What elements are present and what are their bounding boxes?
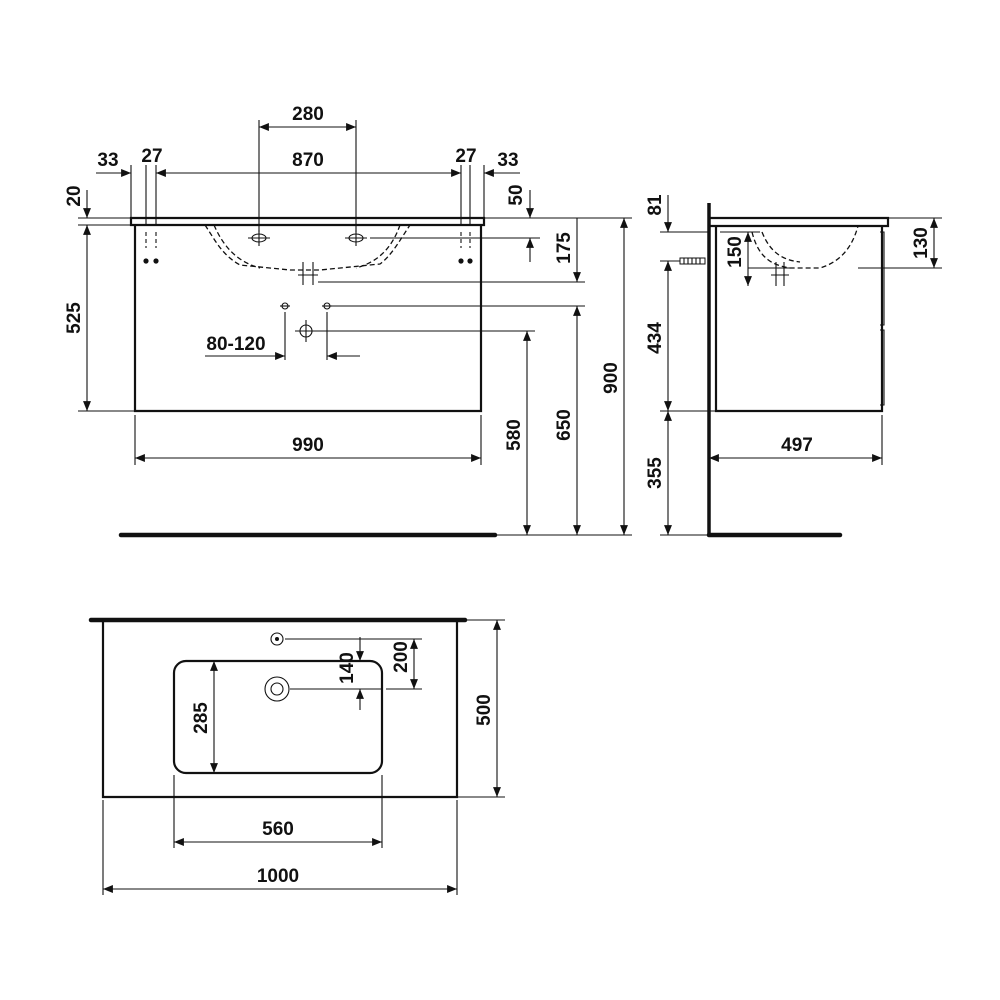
dim-27-left: 27 <box>141 146 162 167</box>
dim-650: 650 <box>554 409 575 441</box>
front-view <box>118 216 498 538</box>
top-tap-hole <box>270 632 284 646</box>
mount-dot <box>143 258 149 264</box>
dim-280: 280 <box>292 104 324 125</box>
top-dimensions: 200 140 285 500 560 1000 <box>102 619 505 895</box>
dim-33-right: 33 <box>497 150 518 171</box>
dim-20: 20 <box>64 185 85 206</box>
dim-81: 81 <box>645 194 666 216</box>
top-countertop <box>101 620 459 799</box>
front-basin-waste <box>298 262 318 285</box>
dim-140: 140 <box>337 652 358 684</box>
front-dimensions: 280 870 33 27 27 33 20 525 50 <box>64 104 632 536</box>
top-bowl <box>172 659 384 775</box>
dim-50: 50 <box>506 184 527 205</box>
dim-33-left: 33 <box>97 150 118 171</box>
side-cabinet <box>714 226 884 413</box>
dim-285: 285 <box>191 702 212 734</box>
dim-175: 175 <box>554 232 575 264</box>
dim-900: 900 <box>601 362 622 394</box>
side-basin-hidden <box>751 225 859 269</box>
top-view <box>88 617 468 799</box>
dim-355: 355 <box>645 457 666 489</box>
dim-200: 200 <box>391 641 412 673</box>
dim-434: 434 <box>645 322 666 354</box>
dim-497: 497 <box>781 435 813 456</box>
front-tap-hole-left <box>248 230 270 246</box>
dim-27-right: 27 <box>455 146 476 167</box>
dim-580: 580 <box>504 419 525 451</box>
dim-1000: 1000 <box>257 866 299 887</box>
dim-130: 130 <box>911 227 932 259</box>
dim-990: 990 <box>292 435 324 456</box>
side-countertop <box>709 216 890 228</box>
front-tap-hole-right <box>345 230 367 246</box>
front-countertop <box>129 216 486 227</box>
front-basin-hidden <box>204 224 411 271</box>
waste-connection <box>280 302 332 342</box>
dim-150: 150 <box>725 236 746 268</box>
side-view <box>679 203 890 538</box>
dim-80-120: 80-120 <box>206 334 265 355</box>
front-cabinet <box>133 225 483 413</box>
dim-525: 525 <box>64 302 85 334</box>
top-drain <box>264 676 290 702</box>
dim-870: 870 <box>292 150 324 171</box>
dim-560: 560 <box>262 819 294 840</box>
wall-bolt <box>679 257 706 265</box>
side-dimensions: 81 150 130 434 355 497 <box>645 194 942 536</box>
dim-500: 500 <box>474 694 495 726</box>
